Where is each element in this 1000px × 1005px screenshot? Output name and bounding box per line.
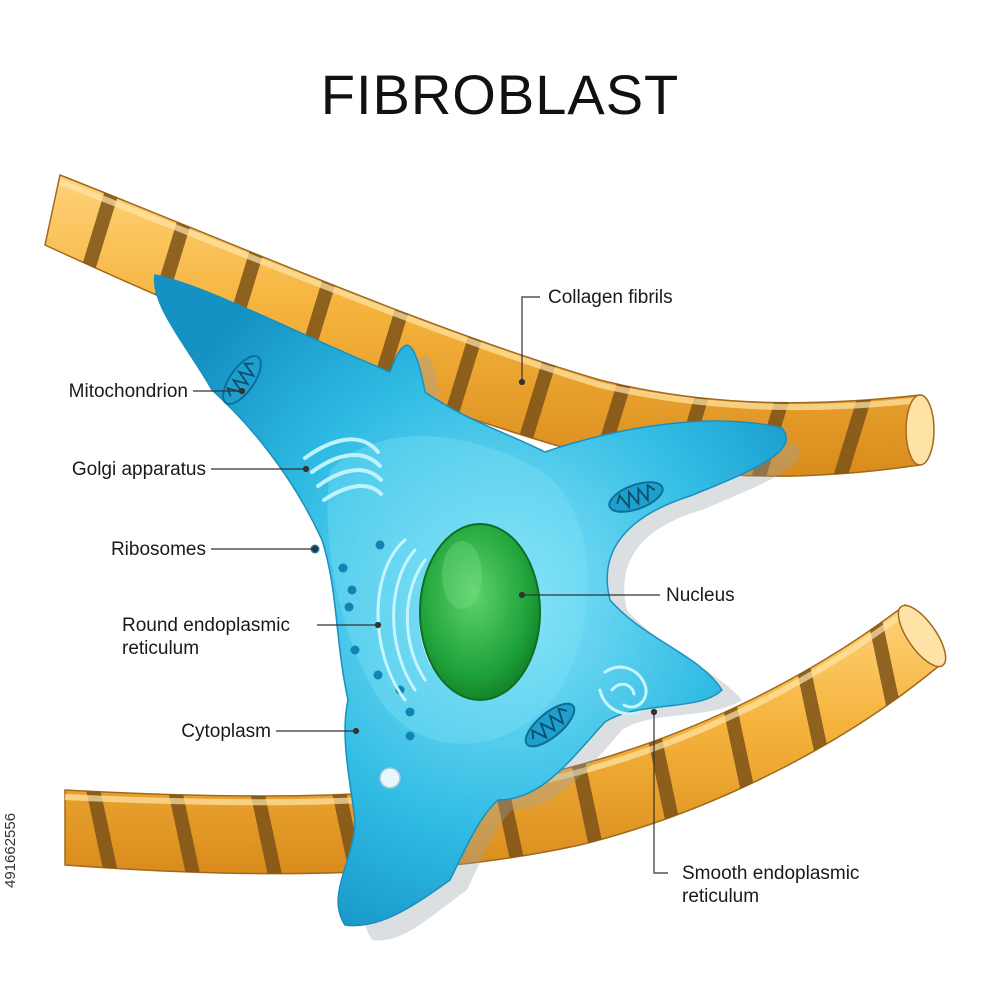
vesicle bbox=[379, 767, 401, 789]
mitochondrion-3 bbox=[524, 702, 576, 748]
label-smooth-er-line2: reticulum bbox=[682, 886, 760, 907]
golgi-apparatus bbox=[303, 437, 383, 502]
leader-collagen bbox=[521, 296, 540, 382]
mitochondrion-1 bbox=[222, 355, 262, 405]
label-round-er-line2: reticulum bbox=[122, 638, 200, 659]
diagram-title: FIBROBLAST bbox=[320, 63, 680, 126]
label-nucleus: Nucleus bbox=[666, 585, 735, 606]
label-ribosomes: Ribosomes bbox=[110, 539, 206, 560]
smooth-endoplasmic-reticulum bbox=[598, 665, 648, 716]
label-collagen-fibrils: Collagen fibrils bbox=[548, 287, 673, 308]
label-golgi-apparatus: Golgi apparatus bbox=[71, 459, 206, 480]
mitochondrion-2 bbox=[608, 481, 664, 513]
nucleus bbox=[419, 523, 541, 701]
image-id: 491662556 bbox=[2, 812, 19, 888]
leader-lines bbox=[193, 296, 668, 874]
label-cytoplasm: Cytoplasm bbox=[181, 721, 271, 742]
label-mitochondrion: Mitochondrion bbox=[68, 381, 188, 402]
leader-smooth-er bbox=[653, 712, 668, 874]
label-round-er-line1: Round endoplasmic bbox=[122, 615, 290, 636]
label-smooth-er-line1: Smooth endoplasmic bbox=[682, 863, 860, 884]
